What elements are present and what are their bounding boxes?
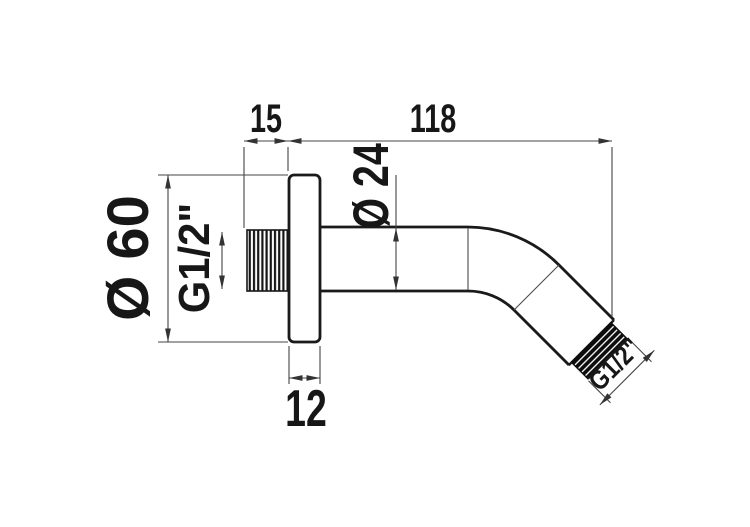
dimension-inlet-length: 15 [243,96,288,228]
dim-label-dia24: Ø 24 [343,143,400,229]
dim-label-dia60: Ø 60 [96,195,161,321]
arm-tube-outline-bottom [320,289,570,366]
outlet-thread: G1/2" [567,319,655,406]
dimension-flange-thickness: 12 [285,346,327,437]
shower-arm-outline: G1/2" [246,173,655,406]
dimension-overall-length: 118 [287,96,613,317]
bend-joint-line [513,264,560,311]
inlet-thread-hatch [246,229,290,292]
dim-label-118: 118 [410,96,456,141]
wall-flange [287,173,322,344]
dim-label-15: 15 [250,96,282,141]
outlet-dim-line [599,350,655,406]
dimension-tube-diameter: Ø 24 [343,143,400,290]
arm-tube-outline-top [320,225,615,321]
dimension-flange-diameter: Ø 60 [96,174,288,343]
dimension-inlet-thread: G1/2" [170,203,225,313]
dim-label-inlet-thread: G1/2" [170,203,219,313]
dim-label-12: 12 [285,379,327,438]
